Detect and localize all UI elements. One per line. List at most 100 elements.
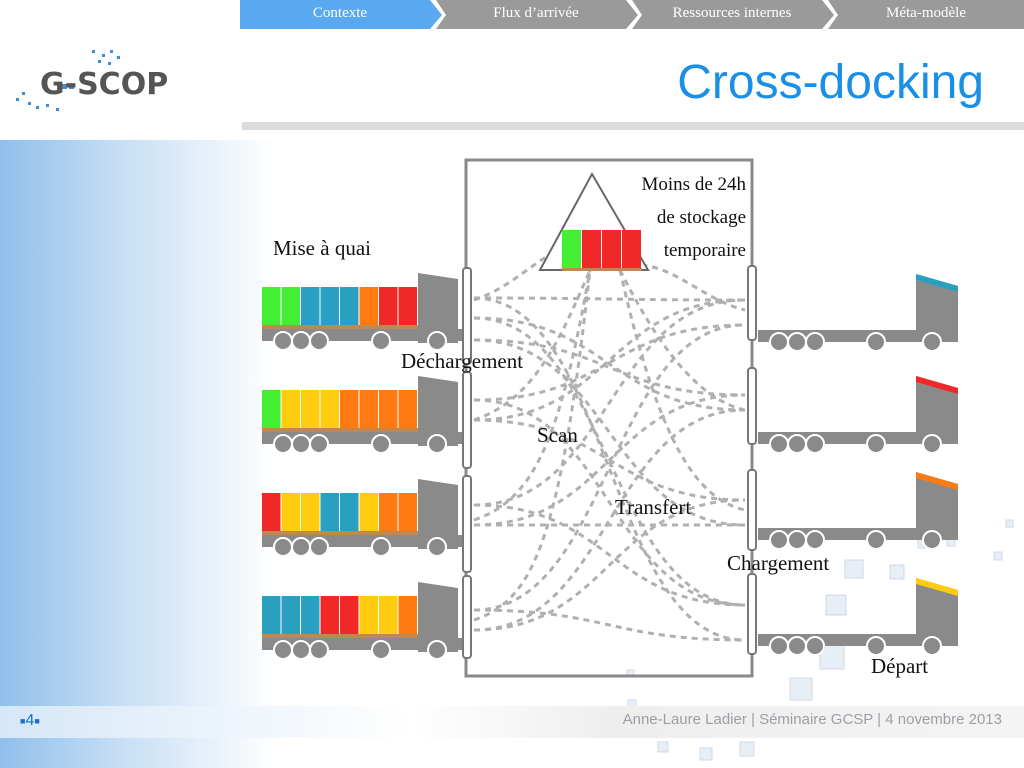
truck-wheel (866, 434, 886, 454)
section-tabs: Contexte Flux d’arrivée Ressources inter… (240, 0, 1024, 30)
label-scan: Scan (537, 423, 578, 447)
truck-wheel (427, 331, 447, 351)
decor-square (825, 594, 847, 616)
truck-wheel (371, 537, 391, 557)
stored-container (602, 230, 621, 268)
container (398, 287, 417, 325)
tab-contexte[interactable]: Contexte (240, 0, 442, 29)
truck-wheel (805, 636, 825, 656)
container (320, 493, 339, 531)
truck-wheel (805, 530, 825, 550)
truck-wheel (866, 332, 886, 352)
dock-door (462, 267, 472, 365)
truck-wheel (291, 537, 311, 557)
tab-shape (828, 0, 1024, 29)
dock-door (462, 575, 472, 659)
truck-color-stripe (916, 274, 958, 292)
inbound-truck (262, 582, 462, 660)
label-mise-a-quai: Mise à quai (273, 236, 371, 260)
truck-cab (916, 376, 958, 438)
flow-line (473, 338, 746, 527)
decor-square (993, 551, 1003, 561)
dock-door (747, 469, 757, 551)
flow-line (473, 393, 746, 527)
outbound-truck (758, 578, 958, 656)
outbound-truck (758, 274, 958, 352)
truck-wheel (787, 434, 807, 454)
inbound-truck (262, 273, 462, 351)
decor-square (739, 741, 755, 757)
stored-container (582, 230, 601, 268)
flow-line (473, 398, 746, 607)
tab-meta-modele[interactable]: Méta-modèle (828, 0, 1024, 29)
truck-color-stripe (916, 376, 958, 394)
label-chargement: Chargement (727, 551, 830, 575)
truck-wheel (273, 537, 293, 557)
truck-color-stripe (916, 472, 958, 490)
tab-label: Flux d’arrivée (493, 5, 579, 21)
truck-wheel (309, 434, 329, 454)
container (301, 596, 320, 634)
decor-square (1005, 519, 1014, 528)
flow-line (473, 323, 746, 402)
truck-color-stripe (916, 578, 958, 596)
truck-wheel (291, 434, 311, 454)
truck-cab (418, 376, 458, 446)
outbound-trucks (758, 274, 958, 656)
flow-line (473, 298, 746, 422)
flow-line (473, 503, 746, 607)
outbound-truck (758, 376, 958, 454)
decor-square (889, 564, 905, 580)
truck-wheel (273, 331, 293, 351)
container (379, 596, 398, 634)
truck-wheel (805, 434, 825, 454)
truck-wheel (922, 434, 942, 454)
dock-door (462, 371, 472, 469)
container (379, 390, 398, 428)
flow-line (473, 316, 746, 412)
truck-wheel (371, 331, 391, 351)
truck-cab (916, 472, 958, 534)
container (262, 493, 281, 531)
truck-wheel (769, 332, 789, 352)
container (320, 596, 339, 634)
truck-cab (916, 274, 958, 336)
dock-door (747, 367, 757, 445)
flow-line (473, 323, 746, 612)
truck-wheel (769, 434, 789, 454)
outbound-truck (758, 472, 958, 550)
truck-pallet (262, 531, 420, 535)
decor-square (657, 741, 669, 753)
truck-pallet (262, 634, 420, 638)
container (262, 390, 281, 428)
tab-label: Contexte (312, 5, 368, 21)
tab-ressources-internes[interactable]: Ressources internes (632, 0, 834, 29)
truck-wheel (787, 530, 807, 550)
truck-wheel (787, 332, 807, 352)
container (340, 390, 359, 428)
label-depart: Départ (871, 654, 929, 678)
tab-flux-arrivee[interactable]: Flux d’arrivée (436, 0, 638, 29)
truck-wheel (309, 640, 329, 660)
container (281, 596, 300, 634)
container (359, 493, 378, 531)
container (320, 287, 339, 325)
truck-wheel (922, 332, 942, 352)
bullet-icon: ■ (20, 715, 26, 726)
inbound-truck (262, 479, 462, 557)
truck-cab (916, 578, 958, 640)
truck-wheel (291, 640, 311, 660)
slide-title: Cross-docking (677, 56, 984, 109)
container (379, 493, 398, 531)
tab-shape (436, 0, 638, 29)
truck-cab (418, 582, 458, 652)
truck-wheel (371, 640, 391, 660)
flow-line-storage (473, 269, 592, 422)
truck-wheel (866, 636, 886, 656)
container (398, 390, 417, 428)
page-number-value: 4 (25, 712, 35, 729)
truck-wheel (769, 636, 789, 656)
flow-line (473, 298, 746, 507)
decor-square (844, 559, 864, 579)
